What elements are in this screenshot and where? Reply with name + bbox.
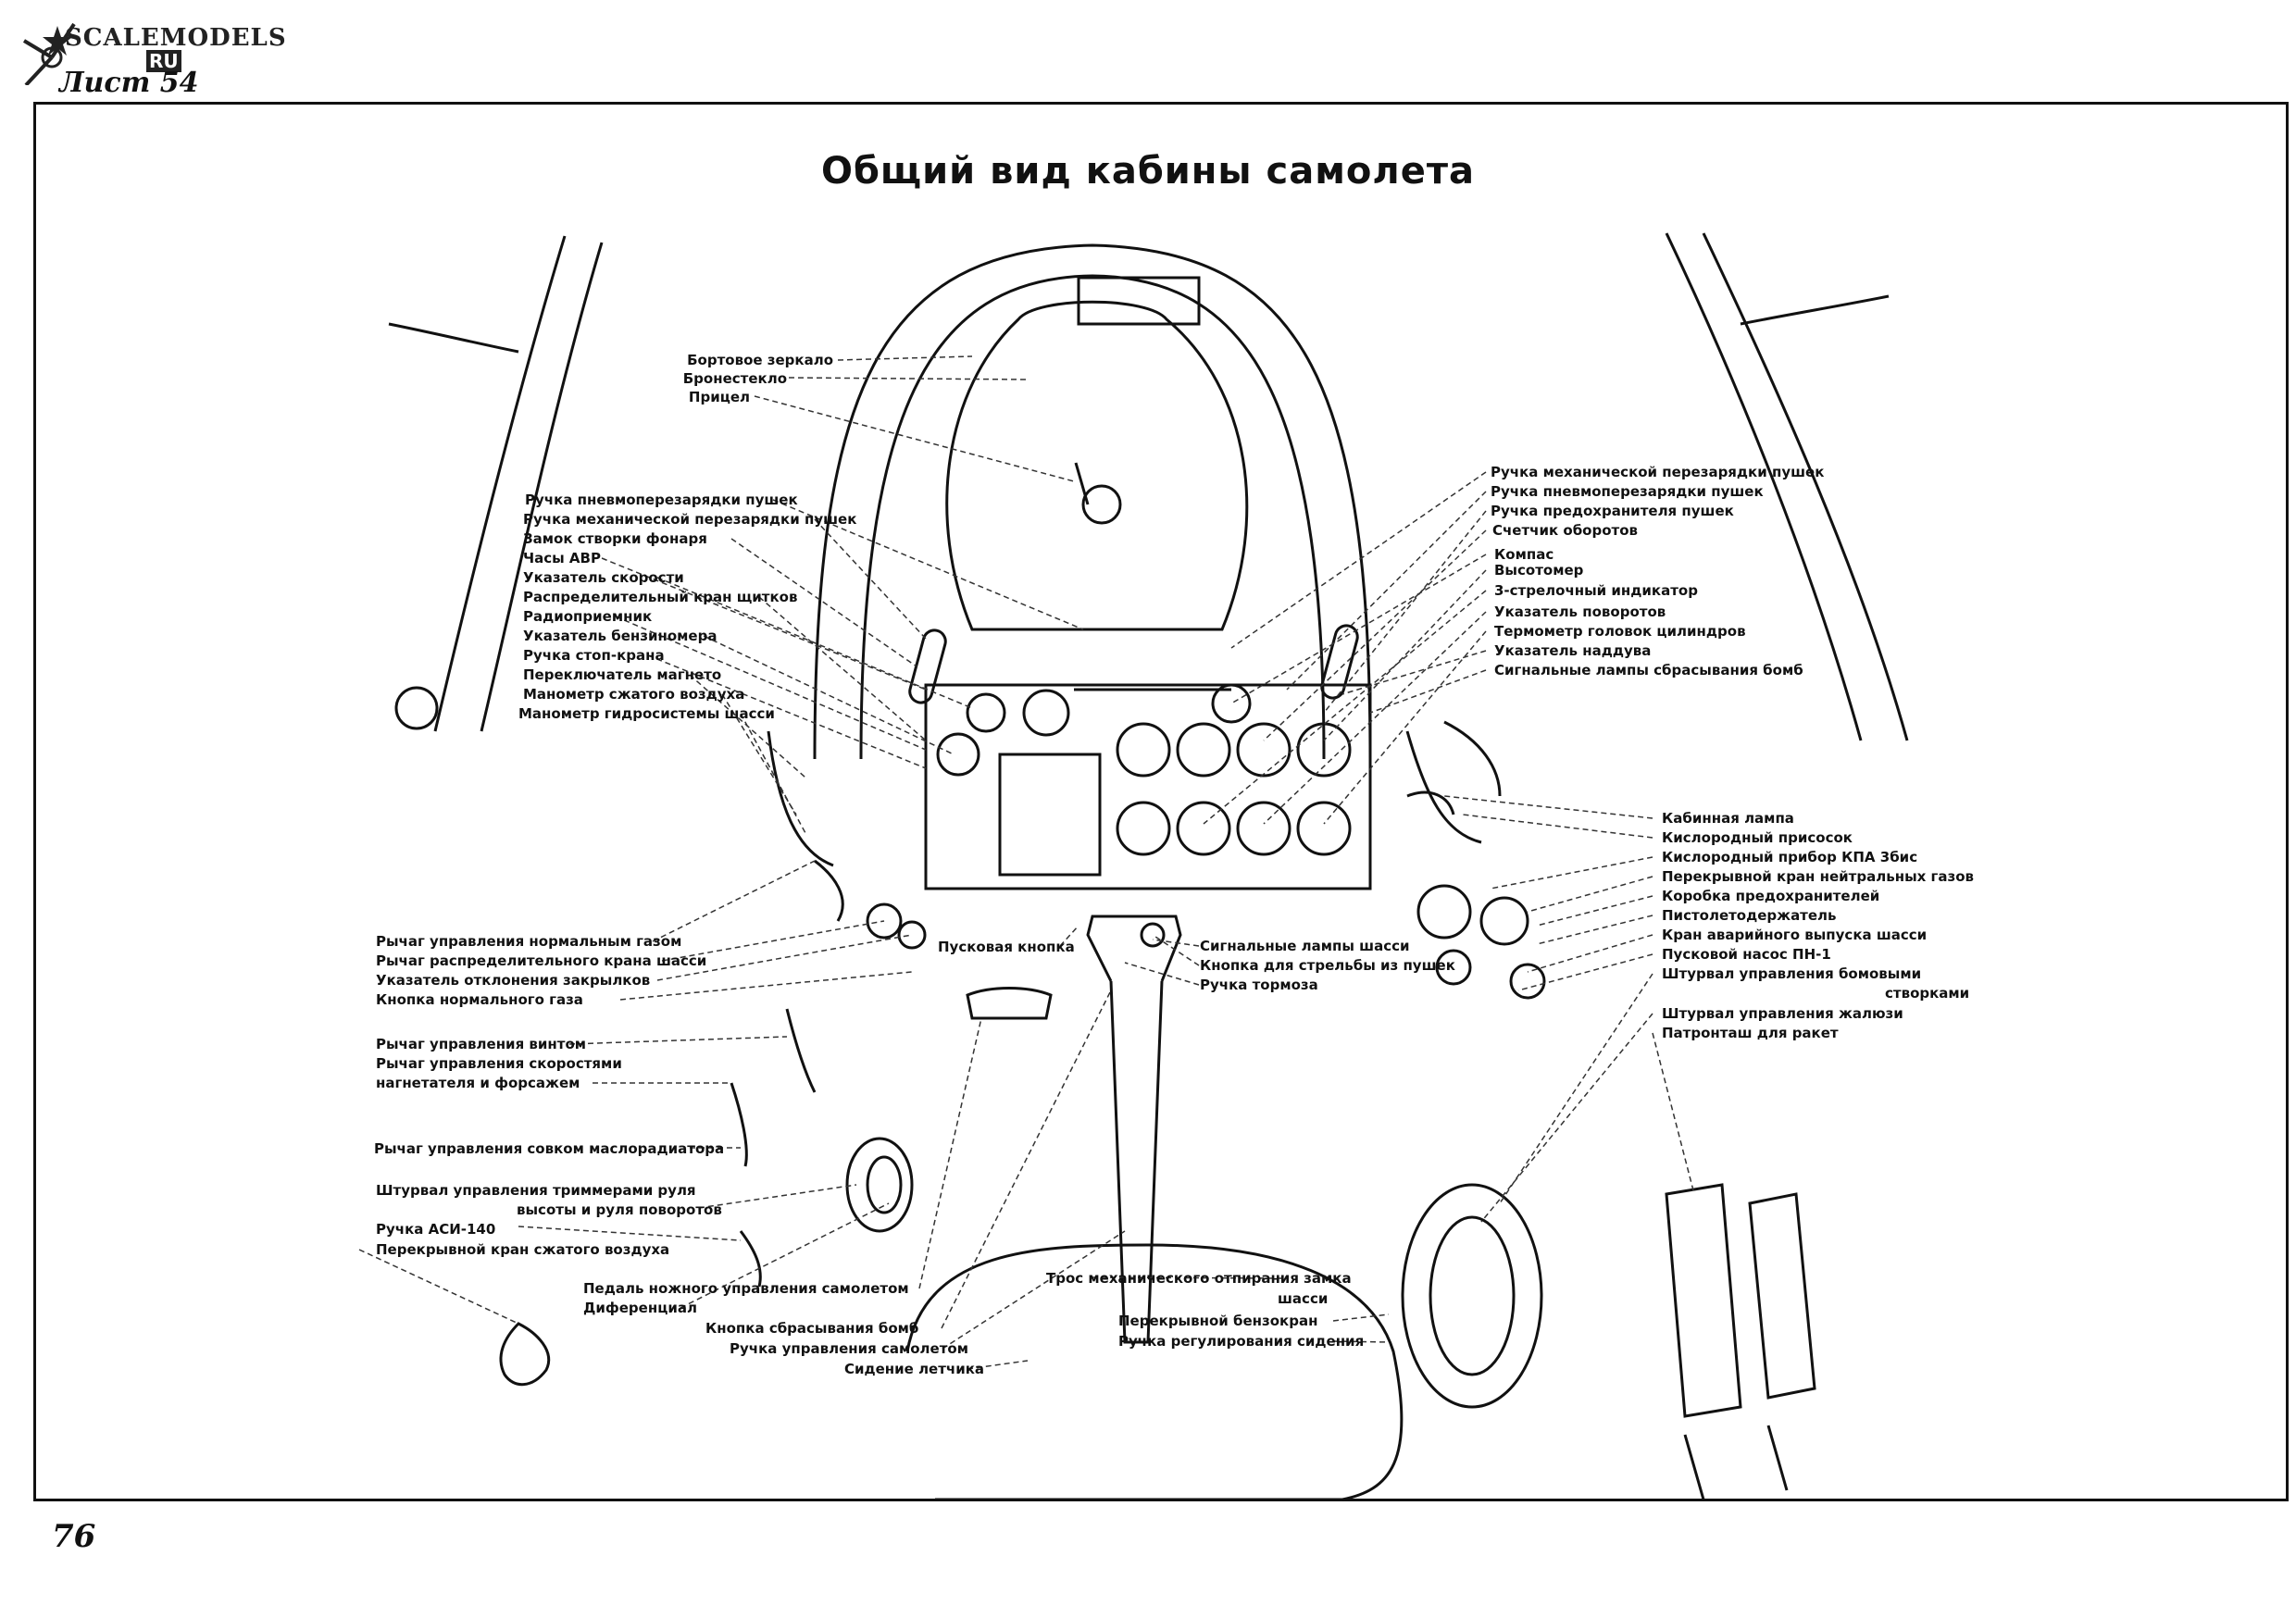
label-right-lower-10: створками bbox=[1885, 985, 1970, 1002]
label-left-6: Распределительный кран щитков bbox=[523, 589, 798, 605]
label-left-lower-2: Рычаг распределительного крана шасси bbox=[376, 952, 707, 969]
label-gear-lamps: Сигнальные лампы шасси bbox=[1200, 938, 1410, 954]
trim-wheel bbox=[845, 1137, 914, 1233]
label-right-8: Указатель поворотов bbox=[1494, 604, 1666, 620]
logo-propeller-icon bbox=[22, 22, 76, 85]
label-right-lower-7: Кран аварийного выпуска шасси bbox=[1662, 927, 1928, 943]
label-right-4: Счетчик оборотов bbox=[1492, 522, 1639, 539]
label-left-bottom-2: Рычаг управления скоростями bbox=[376, 1055, 622, 1072]
label-right-10: Указатель наддува bbox=[1494, 642, 1652, 659]
label-left-bottom-1: Рычаг управления винтом bbox=[376, 1036, 587, 1052]
label-brake-handle: Ручка тормоза bbox=[1200, 977, 1318, 993]
label-right-lower-1: Кабинная лампа bbox=[1662, 810, 1794, 827]
label-mirror: Бортовое зеркало bbox=[687, 352, 833, 368]
label-right-2: Ручка пневмоперезарядки пушек bbox=[1491, 483, 1764, 500]
page-number: 76 bbox=[52, 1518, 96, 1555]
label-right-lower-9: Штурвал управления бомовыми bbox=[1662, 965, 1922, 982]
label-gear-cable: Трос механического отпирания замка bbox=[1046, 1270, 1352, 1287]
instrument-panel bbox=[924, 683, 1372, 890]
label-right-lower-11: Штурвал управления жалюзи bbox=[1662, 1005, 1903, 1022]
label-left-11: Манометр сжатого воздуха bbox=[523, 686, 745, 703]
label-left-bottom-4: Рычаг управления совком маслорадиатора bbox=[374, 1140, 725, 1157]
label-armored-glass: Бронестекло bbox=[682, 370, 787, 387]
pilot-seat bbox=[905, 1243, 1404, 1501]
label-left-bottom-7: Ручка АСИ-140 bbox=[376, 1221, 496, 1238]
control-stick bbox=[1109, 980, 1164, 1344]
label-left-lower-1: Рычаг управления нормальным газом bbox=[376, 933, 682, 950]
armored-hoop bbox=[813, 243, 1372, 760]
label-right-5: Компас bbox=[1494, 546, 1554, 563]
radio-panel bbox=[998, 753, 1102, 877]
label-right-lower-5: Коробка предохранителей bbox=[1662, 888, 1880, 904]
label-left-1: Ручка пневмоперезарядки пушек bbox=[525, 492, 798, 508]
label-left-10: Переключатель магнето bbox=[523, 666, 722, 683]
label-left-5: Указатель скорости bbox=[523, 569, 684, 586]
label-right-lower-4: Перекрывной кран нейтральных газов bbox=[1662, 868, 1975, 885]
label-left-4: Часы АВР bbox=[523, 550, 601, 566]
label-right-9: Термометр головок цилиндров bbox=[1494, 623, 1746, 640]
label-left-8: Указатель бензиномера bbox=[523, 628, 718, 644]
label-right-lower-6: Пистолетодержатель bbox=[1662, 907, 1837, 924]
label-differential: Диференциал bbox=[583, 1300, 697, 1316]
label-left-lower-4: Кнопка нормального газа bbox=[376, 991, 583, 1008]
label-left-12: Манометр гидросистемы шасси bbox=[518, 705, 775, 722]
armored-glass bbox=[945, 300, 1249, 631]
label-pilot-seat: Сидение летчика bbox=[844, 1361, 985, 1377]
left-bottom-handle bbox=[499, 1322, 551, 1387]
sheet-number: Лист 54 bbox=[59, 67, 199, 99]
left-canopy-frame bbox=[433, 235, 567, 732]
label-fuel-cock: Перекрывной бензокран bbox=[1118, 1313, 1318, 1329]
label-right-3: Ручка предохранителя пушек bbox=[1491, 503, 1734, 519]
label-right-6: Высотомер bbox=[1494, 562, 1584, 579]
left-canopy-handle bbox=[394, 686, 439, 730]
right-canopy-frame bbox=[1665, 232, 1863, 741]
label-left-3: Замок створки фонаря bbox=[523, 530, 707, 547]
label-cannon-button: Кнопка для стрельбы из пушек bbox=[1200, 957, 1455, 974]
label-left-2: Ручка механической перезарядки пушек bbox=[523, 511, 857, 528]
label-right-7: 3-стрелочный индикатор bbox=[1494, 582, 1698, 599]
label-gunsight: Прицел bbox=[688, 389, 750, 405]
bomb-door-wheel bbox=[1401, 1183, 1543, 1409]
label-start-button: Пусковая кнопка bbox=[938, 939, 1075, 955]
label-left-bottom-3: нагнетателя и форсажем bbox=[376, 1075, 580, 1091]
gunsight bbox=[1081, 484, 1122, 525]
label-left-bottom-5: Штурвал управления триммерами руля bbox=[376, 1182, 696, 1199]
mirror bbox=[1077, 276, 1201, 326]
label-right-lower-8: Пусковой насос ПН-1 bbox=[1662, 946, 1831, 963]
label-right-lower-2: Кислородный присосок bbox=[1662, 829, 1853, 846]
label-right-lower-12: Патронташ для ракет bbox=[1662, 1025, 1839, 1041]
label-left-bottom-8: Перекрывной кран сжатого воздуха bbox=[376, 1241, 670, 1258]
logo-text: SCALEMODELS bbox=[65, 24, 287, 52]
logo-ru: RU bbox=[146, 50, 181, 72]
label-left-lower-3: Указатель отклонения закрылков bbox=[376, 972, 651, 989]
page-title: Общий вид кабины самолета bbox=[820, 150, 1475, 193]
label-bomb-release: Кнопка сбрасывания бомб bbox=[705, 1320, 919, 1337]
label-right-1: Ручка механической перезарядки пушек bbox=[1491, 464, 1825, 480]
label-left-bottom-6: высоты и руля поворотов bbox=[517, 1201, 722, 1218]
label-seat-adjust: Ручка регулирования сидения bbox=[1118, 1333, 1365, 1350]
label-right-11: Сигнальные лампы сбрасывания бомб bbox=[1494, 662, 1803, 678]
label-left-7: Радиоприемник bbox=[523, 608, 653, 625]
label-control-stick: Ручка управления самолетом bbox=[730, 1340, 968, 1357]
label-gear-cable-2: шасси bbox=[1278, 1290, 1329, 1307]
label-left-9: Ручка стоп-крана bbox=[523, 647, 665, 664]
label-pedal: Педаль ножного управления самолетом bbox=[583, 1280, 909, 1297]
label-right-lower-3: Кислородный прибор КПА 3бис bbox=[1662, 849, 1918, 865]
